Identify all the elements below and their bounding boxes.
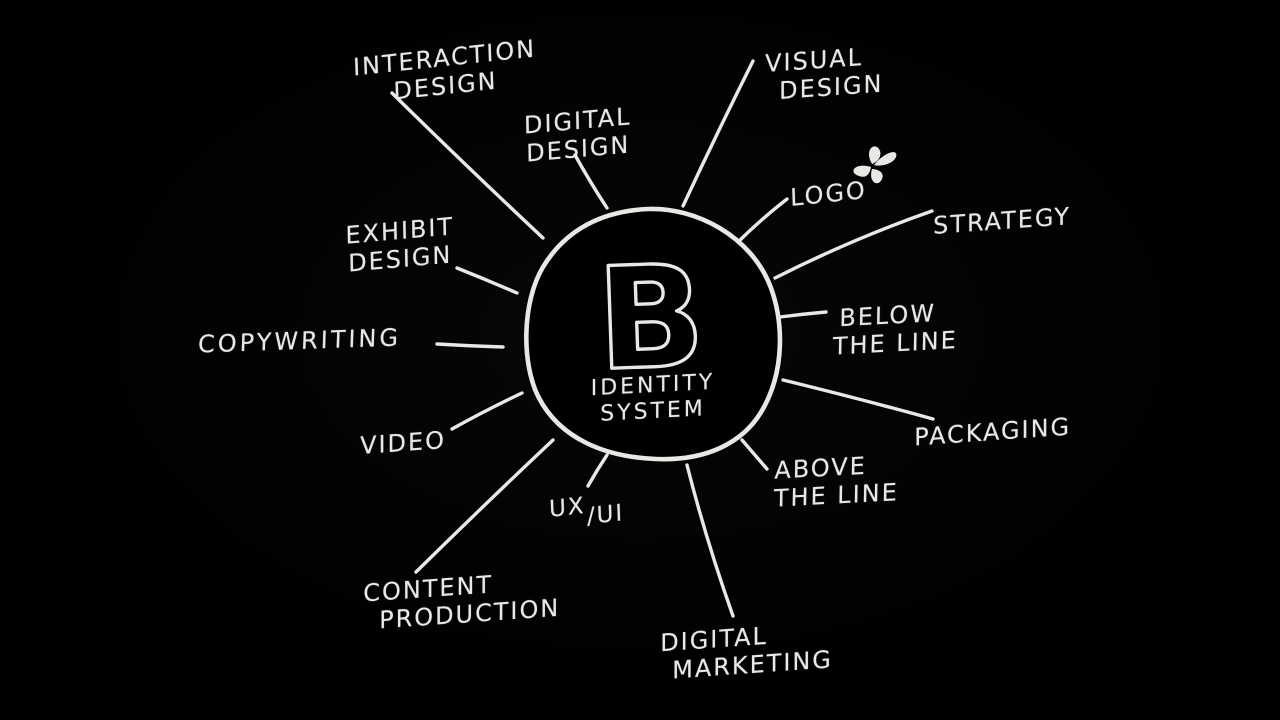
spoke-line-visual-design bbox=[681, 59, 755, 208]
label-line: UX bbox=[548, 493, 587, 523]
spoke-label-below-the-line: BELOW THE LINE bbox=[833, 297, 969, 361]
spoke-line-interaction-design bbox=[390, 91, 545, 240]
spoke-label-visual-design: VISUAL DESIGN bbox=[765, 40, 905, 107]
spoke-label-exhibit-design: EXHIBIT DESIGN bbox=[334, 211, 466, 279]
spoke-line-above-the-line bbox=[740, 438, 769, 471]
spoke-label-above-the-line: ABOVE THE LINE bbox=[774, 449, 915, 513]
label-line: VIDEO bbox=[360, 425, 446, 461]
spoke-line-digital-design bbox=[573, 153, 609, 210]
spoke-line-below-the-line bbox=[778, 310, 828, 319]
spoke-line-strategy bbox=[773, 209, 934, 280]
spoke-line-ux-ui bbox=[586, 453, 609, 488]
spoke-line-exhibit-design bbox=[455, 266, 519, 295]
spoke-line-digital-marketing bbox=[685, 463, 735, 618]
center-letter-b: B bbox=[594, 235, 707, 403]
spoke-label-video: VIDEO bbox=[360, 426, 446, 460]
spoke-line-packaging bbox=[781, 378, 935, 421]
label-line: /UI bbox=[586, 500, 625, 530]
spoke-line-copywriting bbox=[435, 342, 505, 349]
spoke-line-content-production bbox=[414, 438, 555, 574]
center-label-identity-system: IDENTITY SYSTEM bbox=[563, 368, 743, 429]
center-circle bbox=[524, 206, 783, 462]
spoke-line-video bbox=[450, 391, 524, 431]
butterfly-doodle-icon bbox=[853, 146, 897, 184]
spoke-line-logo bbox=[734, 197, 789, 246]
